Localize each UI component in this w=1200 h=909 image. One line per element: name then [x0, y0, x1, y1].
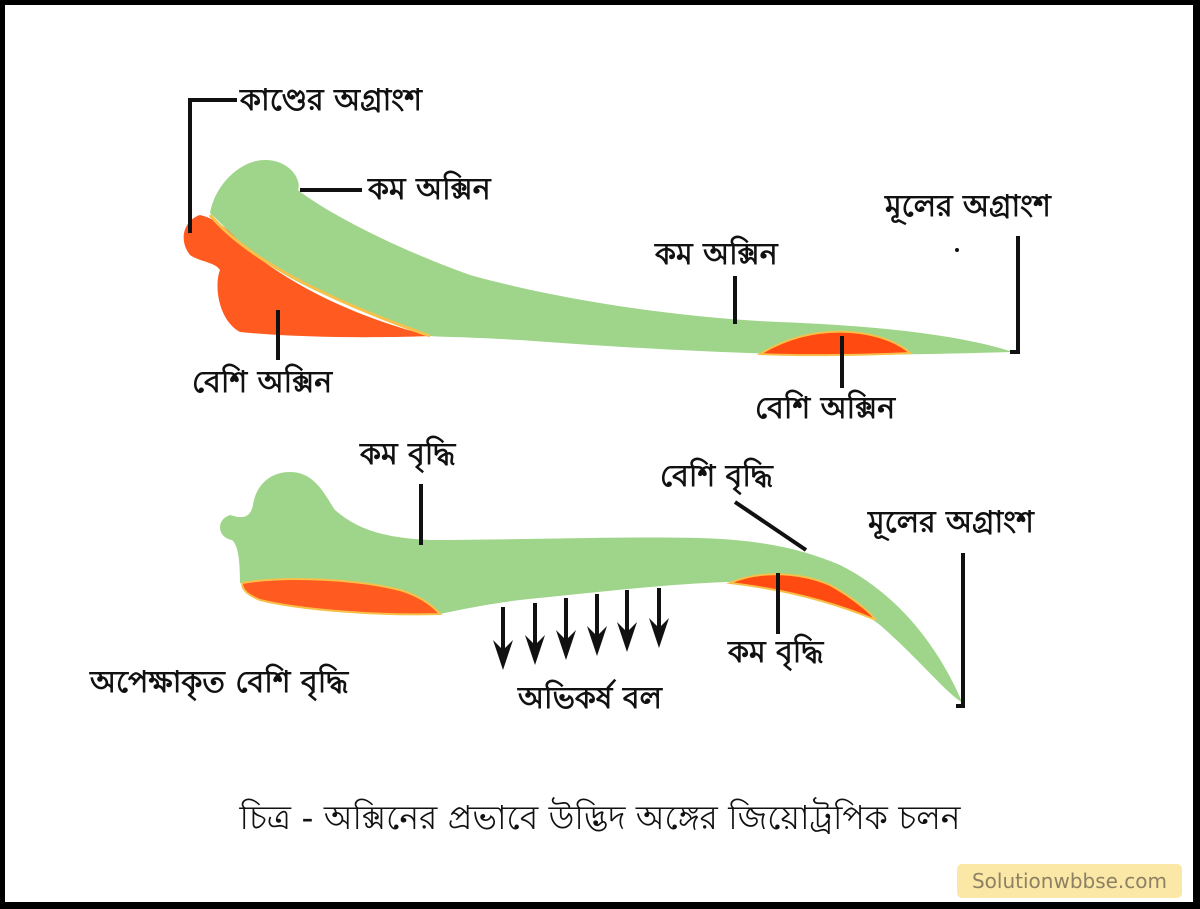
diagram-canvas [5, 5, 1193, 902]
watermark-badge: Solutionwbbse.com [957, 864, 1182, 898]
label-less-growth-root: কম বৃদ্ধি [728, 635, 824, 670]
label-less-auxin-shoot: কম অক্সিন [368, 172, 491, 207]
shoot-auxin-region-high [183, 215, 430, 338]
curved-seedling-body [220, 472, 962, 702]
leader-root-tip-bottom [956, 553, 965, 708]
arrow-down-icon [649, 588, 669, 648]
shoot-lower-region [240, 578, 443, 616]
top-seedling [183, 98, 1020, 388]
label-shoot-tip: কাণ্ডের অগ্রাংশ [240, 83, 422, 118]
label-relatively-more-growth: অপেক্ষাকৃত বেশি বৃদ্ধি [90, 665, 349, 700]
arrow-down-icon [525, 603, 545, 665]
label-less-auxin-root: কম অক্সিন [655, 237, 778, 272]
label-more-growth-root: বেশি বৃদ্ধি [660, 459, 773, 494]
auxin-boundary [208, 214, 431, 338]
bottom-seedling [220, 472, 965, 708]
label-gravity-force: অভিকর্ষ বল [518, 681, 662, 716]
root-auxin-region-high [756, 330, 913, 357]
arrow-down-icon [617, 590, 637, 652]
arrow-down-icon [587, 594, 607, 656]
leader-more-growth-root [733, 500, 808, 552]
arrow-down-icon [556, 598, 576, 660]
figure-caption: চিত্র - অক্সিনের প্রভাবে উদ্ভিদ অঙ্গের জ… [239, 798, 961, 837]
gravity-arrows [493, 588, 669, 670]
label-root-tip-top: মূলের অগ্রাংশ [885, 189, 1051, 224]
label-more-auxin-shoot: বেশি অক্সিন [192, 365, 333, 400]
label-root-tip-bottom: মূলের অগ্রাংশ [868, 505, 1034, 540]
leader-root-tip-top [1010, 236, 1020, 354]
seedling-body [210, 160, 1013, 355]
label-more-auxin-root: বেশি অক্সিন [755, 391, 896, 426]
arrow-down-icon [493, 607, 513, 670]
stray-dot [955, 248, 959, 252]
label-less-growth-shoot: কম বৃদ্ধি [360, 437, 456, 472]
leader-shoot-tip [188, 98, 237, 233]
